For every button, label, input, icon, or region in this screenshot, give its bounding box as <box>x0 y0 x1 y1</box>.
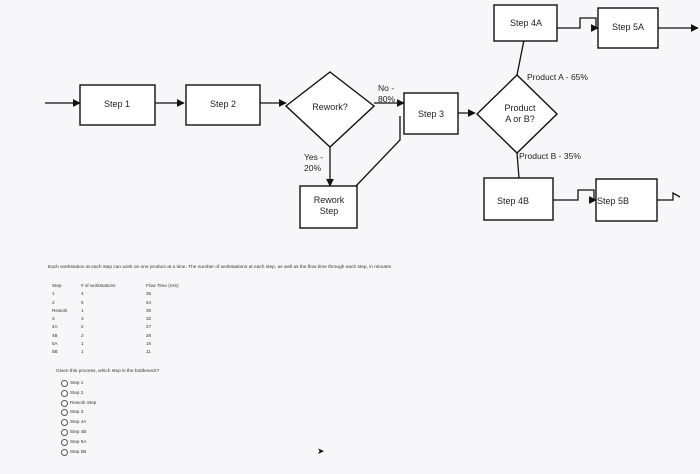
table-cell-step: 2 <box>52 299 55 305</box>
radio-button[interactable] <box>61 380 68 387</box>
edge-reworkstep-step3 <box>355 116 401 187</box>
exit-arrow-b <box>657 191 681 201</box>
table-header-workstations: # of workstations <box>81 283 116 288</box>
edge-step4a-step5a <box>557 17 599 32</box>
answer-option-label: Step 5B <box>70 448 87 454</box>
step-3-box <box>403 92 459 135</box>
rework-decision-label: Rework? <box>312 102 348 112</box>
table-cell-workstations: 2 <box>81 332 84 338</box>
step-5a-label: Step 5A <box>612 22 644 32</box>
problem-intro-text: Each workstation at each step can work o… <box>48 265 392 270</box>
table-cell-flow-time: 32 <box>146 316 152 322</box>
table-cell-flow-time: 39 <box>146 307 152 313</box>
table-cell-step: Rework <box>52 307 68 313</box>
question-text: Given this process, which step is the bo… <box>56 369 160 374</box>
table-cell-flow-time: 11 <box>146 349 151 355</box>
table-cell-flow-time: 28 <box>146 332 152 338</box>
answer-option-label: Rework Step <box>70 399 97 405</box>
product-a-65-label: Product A - 65% <box>527 72 588 82</box>
table-cell-step: 4B <box>52 332 58 338</box>
edge-product-step4a <box>516 39 525 76</box>
table-cell-flow-time: 16 <box>146 341 152 347</box>
step-5b-box <box>595 178 658 222</box>
step-4a-label: Step 4A <box>510 18 542 28</box>
answer-option-label: Step 2 <box>70 389 84 395</box>
radio-button[interactable] <box>61 389 68 397</box>
product-decision-diamond <box>475 74 559 154</box>
step-4a-box <box>493 4 558 42</box>
yes-20-label: Yes -20% <box>304 152 323 173</box>
step-2-box <box>185 84 261 126</box>
radio-button[interactable] <box>61 399 68 407</box>
step-1-box <box>79 84 156 126</box>
table-cell-step: 5B <box>52 349 58 355</box>
table-header-flow-time: Flow Time (min) <box>146 283 179 288</box>
product-b-35-label: Product B - 35% <box>519 151 581 161</box>
table-cell-workstations: 1 <box>81 349 84 355</box>
table-cell-step: 5A <box>52 341 58 347</box>
table-cell-workstations: 1 <box>81 307 84 313</box>
table-cell-workstations: 2 <box>81 324 84 330</box>
rework-step-box <box>299 185 358 229</box>
step-2-label: Step 2 <box>210 99 236 109</box>
answer-option-label: Step 1 <box>70 380 84 385</box>
radio-button[interactable] <box>61 428 68 436</box>
table-cell-workstations: 3 <box>81 316 84 322</box>
edge-step4b-step5b <box>553 189 597 204</box>
table-cell-step: 3 <box>52 316 55 322</box>
step-1-label: Step 1 <box>104 99 130 109</box>
answer-option-label: Step 4A <box>70 419 87 425</box>
table-cell-workstations: 5 <box>81 299 84 305</box>
mouse-cursor-icon: ➤ <box>317 446 325 456</box>
table-header-step: Step <box>52 283 62 288</box>
table-cell-flow-time: 27 <box>146 324 152 330</box>
table-cell-flow-time: 35 <box>146 291 152 297</box>
edge-product-step4b <box>516 152 520 179</box>
step-4b-box <box>483 177 554 221</box>
radio-button[interactable] <box>61 409 68 417</box>
radio-button[interactable] <box>61 448 68 456</box>
answer-option-label: Step 4B <box>70 428 87 434</box>
rework-decision-diamond <box>284 71 376 148</box>
radio-button[interactable] <box>61 438 68 446</box>
table-cell-workstations: 4 <box>81 291 84 297</box>
table-cell-step: 1 <box>52 291 55 297</box>
table-cell-step: 4A <box>52 324 58 330</box>
step-5a-box <box>597 7 659 49</box>
step-3-label: Step 3 <box>418 109 444 119</box>
radio-button[interactable] <box>61 419 68 427</box>
no-80-label: No -80% <box>378 83 395 104</box>
step-5b-label: Step 5B <box>597 196 629 206</box>
step-4b-label: Step 4B <box>497 196 529 206</box>
table-cell-workstations: 1 <box>81 341 84 347</box>
answer-option-label: Step 3 <box>70 409 84 415</box>
answer-option-label: Step 5A <box>70 438 87 444</box>
table-cell-flow-time: 44 <box>146 299 152 305</box>
